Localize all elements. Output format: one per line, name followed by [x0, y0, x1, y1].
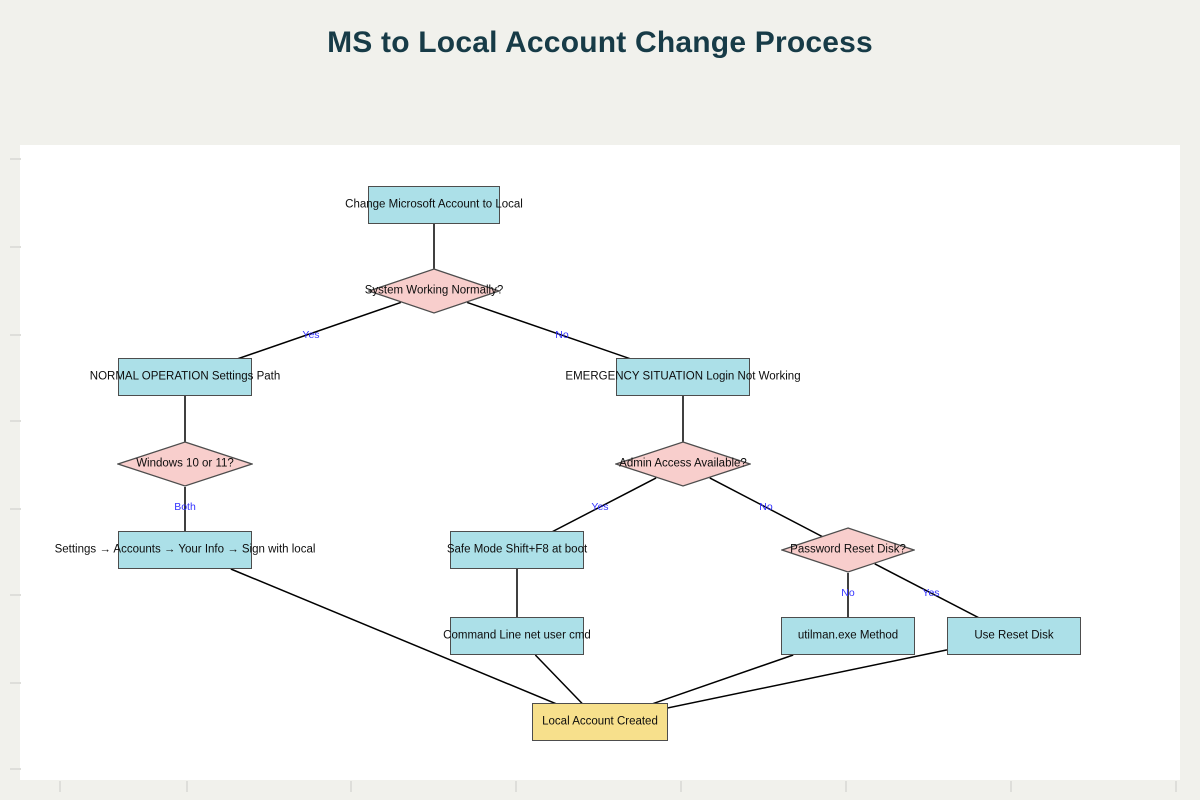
flow-node-label: System Working Normally? [364, 284, 504, 297]
flow-node-label: Command Line net user cmd [443, 629, 591, 642]
flow-node-safemode[interactable]: Safe Mode Shift+F8 at boot [446, 531, 588, 569]
flow-node-d_resetdisk[interactable]: Password Reset Disk? [781, 527, 915, 573]
flow-node-emergency[interactable]: EMERGENCY SITUATION Login Not Working [565, 358, 801, 396]
flow-node-label: Use Reset Disk [974, 629, 1054, 642]
edge-label-d_admin-safemode: Yes [591, 500, 609, 513]
flow-node-label: Password Reset Disk? [790, 543, 906, 556]
flow-node-label: Change Microsoft Account to Local [345, 198, 523, 211]
decision-diamond-shape [615, 441, 751, 487]
flow-node-label: Admin Access Available? [619, 457, 747, 470]
edge-label-d_system-normal: Yes [302, 328, 320, 341]
flow-edge-settings-to-done [230, 568, 601, 723]
flow-node-normal[interactable]: NORMAL OPERATION Settings Path [90, 358, 280, 396]
edge-label-d_system-emergency: No [555, 328, 569, 341]
page-title: MS to Local Account Change Process [327, 26, 873, 59]
flow-node-usedisk[interactable]: Use Reset Disk [947, 617, 1081, 655]
flow-node-d_winver[interactable]: Windows 10 or 11? [117, 441, 253, 487]
flow-node-label: utilman.exe Method [797, 629, 899, 642]
edge-label-d_resetdisk-utilman: No [841, 586, 855, 599]
flow-node-d_admin[interactable]: Admin Access Available? [615, 441, 751, 487]
decision-diamond-shape [368, 268, 500, 314]
flow-node-label: Windows 10 or 11? [136, 457, 234, 470]
decision-diamond-shape [117, 441, 253, 487]
flow-node-done[interactable]: Local Account Created [532, 703, 668, 741]
flow-node-settings[interactable]: Settings → Accounts → Your Info → Sign w… [55, 531, 315, 569]
decision-diamond-shape [781, 527, 915, 573]
flow-node-cmdline[interactable]: Command Line net user cmd [443, 617, 591, 655]
flow-node-label: EMERGENCY SITUATION Login Not Working [565, 370, 801, 383]
edge-label-d_admin-d_resetdisk: No [759, 500, 773, 513]
flow-node-label: Local Account Created [542, 715, 658, 728]
flow-node-utilman[interactable]: utilman.exe Method [781, 617, 915, 655]
edge-label-d_winver-settings: Both [174, 500, 196, 513]
flow-node-label: Safe Mode Shift+F8 at boot [446, 543, 588, 556]
flow-node-label: Settings → Accounts → Your Info → Sign w… [54, 543, 316, 556]
flow-node-start[interactable]: Change Microsoft Account to Local [345, 186, 523, 224]
flow-node-label: NORMAL OPERATION Settings Path [89, 370, 281, 383]
flow-node-d_system[interactable]: System Working Normally? [364, 268, 504, 314]
edge-label-d_resetdisk-usedisk: Yes [922, 586, 940, 599]
